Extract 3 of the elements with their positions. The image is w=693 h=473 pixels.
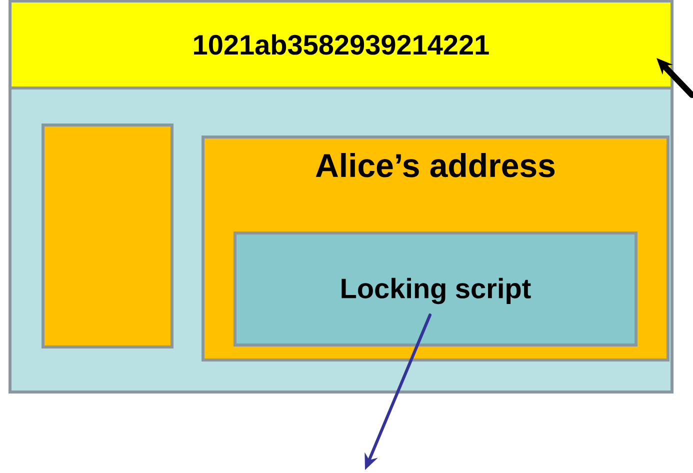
script-box: Locking script: [234, 232, 638, 346]
header-band: 1021ab3582939214221: [8, 0, 674, 90]
filled-box: [42, 124, 174, 348]
